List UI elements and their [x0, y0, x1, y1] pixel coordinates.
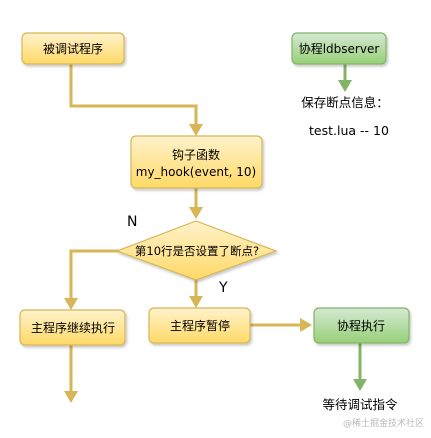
node-coroutine-execute-label: 协程执行	[337, 318, 385, 333]
connector-decision-yes-branch	[189, 280, 203, 308]
connector-program-to-hook	[69, 64, 203, 136]
connector-pause-to-coroutine	[250, 318, 312, 332]
node-hook-function: 钩子函数 my_hook(event, 10)	[130, 135, 263, 189]
connector-continue-down	[64, 345, 78, 403]
branch-label-no: N	[127, 214, 137, 230]
node-main-continue-label: 主程序继续执行	[31, 320, 115, 335]
connector-decision-no-branch	[64, 249, 133, 310]
node-hook-function-label-line2: my_hook(event, 10)	[136, 165, 256, 179]
node-main-pause: 主程序暂停	[148, 307, 251, 344]
connector-ldbserver-down	[338, 64, 352, 92]
wait-for-command-label: 等待调试指令	[322, 397, 398, 412]
node-main-continue: 主程序继续执行	[19, 309, 126, 346]
node-breakpoint-decision: 第10行是否设置了断点?	[115, 220, 278, 281]
node-hook-function-label-line1: 钩子函数	[172, 147, 220, 162]
branch-label-yes: Y	[218, 280, 228, 296]
node-coroutine-execute: 协程执行	[313, 307, 410, 344]
connector-coroutine-down	[353, 343, 367, 391]
connector-hook-to-decision	[189, 188, 203, 219]
breakpoint-info-entry: test.lua -- 10	[309, 123, 389, 138]
node-main-pause-label: 主程序暂停	[170, 318, 230, 333]
node-breakpoint-decision-label: 第10行是否设置了断点?	[135, 244, 259, 258]
node-debugged-program-label: 被调试程序	[43, 41, 103, 56]
breakpoint-info-title: 保存断点信息：	[301, 95, 389, 110]
node-coroutine-ldbserver-label: 协程ldbserver	[299, 41, 380, 56]
node-debugged-program: 被调试程序	[21, 32, 125, 65]
watermark-text: @稀土掘金技术社区	[343, 417, 424, 429]
node-coroutine-ldbserver: 协程ldbserver	[291, 32, 387, 65]
